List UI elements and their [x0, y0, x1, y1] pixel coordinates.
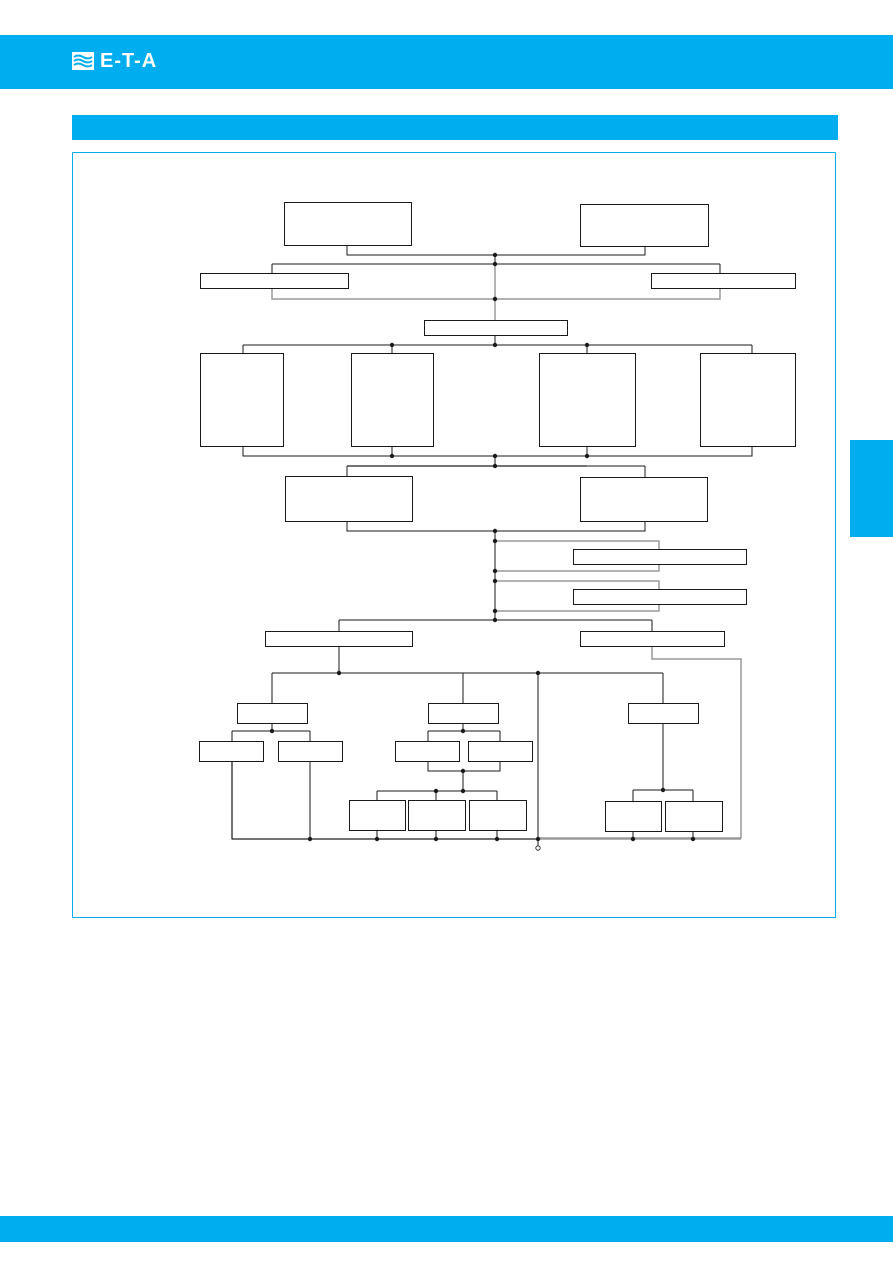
- junction-dot-23: [433, 788, 439, 794]
- diagram-box-3: [200, 273, 349, 289]
- diagram-box-24: [408, 800, 466, 831]
- junction-dot-18: [535, 670, 541, 676]
- junction-dot-5: [389, 342, 395, 348]
- grey-connector-28: [495, 564, 660, 572]
- junction-dot-21: [460, 768, 466, 774]
- junction-dot-16: [492, 617, 498, 623]
- junction-dot-22: [460, 788, 466, 794]
- diagram-box-13: [573, 589, 747, 605]
- junction-dot-3: [492, 296, 498, 302]
- junction-dot-32: [535, 845, 541, 851]
- diagram-box-14: [265, 631, 413, 647]
- grey-connector-40: [538, 646, 742, 839]
- diagram-box-10: [285, 476, 413, 522]
- junction-dot-10: [492, 463, 498, 469]
- diagram-box-23: [349, 800, 406, 831]
- junction-dot-11: [492, 528, 498, 534]
- diagram-box-17: [428, 703, 499, 724]
- title-bar: [72, 115, 838, 140]
- grey-connector-30: [495, 604, 660, 612]
- junction-dot-6: [584, 342, 590, 348]
- diagram-box-1: [284, 202, 412, 246]
- junction-dot-17: [336, 670, 342, 676]
- diagram-box-9: [700, 353, 796, 447]
- diagram-box-16: [237, 703, 308, 724]
- junction-dot-28: [630, 836, 636, 842]
- junction-dot-29: [690, 836, 696, 842]
- diagram-box-22: [468, 741, 533, 762]
- brand-logo: E-T-A: [72, 51, 157, 71]
- grey-connector-27: [495, 540, 660, 549]
- junction-dot-31: [535, 836, 541, 842]
- diagram-box-12: [573, 549, 747, 565]
- junction-dot-19: [269, 728, 275, 734]
- diagram-box-27: [665, 801, 723, 832]
- junction-dot-1: [492, 252, 498, 258]
- diagram-box-5: [424, 320, 568, 336]
- header-band: [0, 35, 893, 89]
- side-tab: [850, 440, 893, 537]
- junction-dot-26: [494, 836, 500, 842]
- footer-band: [0, 1216, 893, 1242]
- junction-dot-30: [307, 836, 313, 842]
- diagram-box-19: [199, 741, 264, 762]
- junction-dot-20: [460, 728, 466, 734]
- diagram-box-2: [580, 204, 709, 247]
- diagram-frame: [72, 152, 836, 918]
- junction-dot-8: [584, 453, 590, 459]
- junction-dot-12: [492, 538, 498, 544]
- junction-dot-7: [389, 453, 395, 459]
- diagram-box-7: [351, 353, 434, 447]
- diagram-box-21: [395, 741, 460, 762]
- junction-dot-27: [660, 787, 666, 793]
- junction-dot-24: [374, 836, 380, 842]
- diagram-box-25: [469, 800, 527, 831]
- diagram-box-18: [628, 703, 699, 724]
- junction-dot-2: [492, 261, 498, 267]
- diagram-box-20: [278, 741, 343, 762]
- junction-dot-9: [492, 453, 498, 459]
- eta-wave-logo-icon: [72, 52, 94, 70]
- junction-dot-4: [492, 342, 498, 348]
- junction-dot-15: [492, 608, 498, 614]
- grey-connector-29: [495, 580, 660, 589]
- diagram-box-8: [539, 353, 636, 447]
- connector-17: [242, 446, 753, 457]
- diagram-box-26: [605, 801, 662, 832]
- diagram-box-4: [651, 273, 796, 289]
- junction-dot-25: [433, 836, 439, 842]
- logo-text: E-T-A: [100, 50, 158, 72]
- diagram-box-6: [200, 353, 284, 447]
- diagram-box-11: [580, 477, 708, 522]
- diagram-box-15: [580, 631, 725, 647]
- junction-dot-13: [492, 568, 498, 574]
- junction-dot-14: [492, 578, 498, 584]
